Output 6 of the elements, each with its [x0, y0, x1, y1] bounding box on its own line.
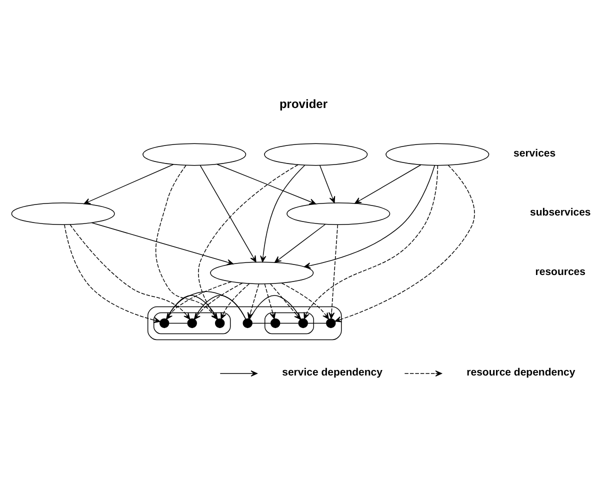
diagram-title: provider — [279, 96, 328, 110]
label: resources — [535, 266, 586, 278]
legend-label: resource dependency — [466, 366, 576, 378]
label: services — [514, 146, 556, 159]
legend-label: service dependency — [282, 366, 383, 378]
label: subservices — [530, 206, 591, 218]
